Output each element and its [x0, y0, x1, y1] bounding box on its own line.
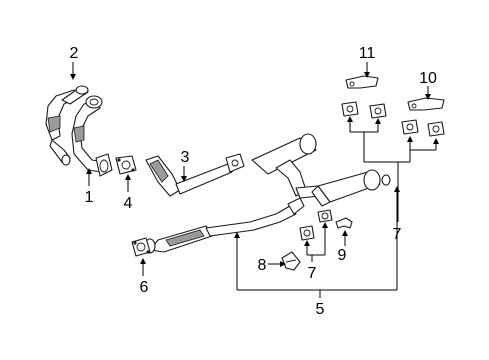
exhaust-manifold-pipe-front: [71, 95, 113, 177]
callout-7-lower: 7: [308, 265, 317, 282]
manifold-gasket: [115, 155, 137, 175]
hanger-insulator-upper-3: [401, 119, 419, 135]
rear-muffler: [311, 169, 391, 207]
catalytic-converter-pipe: [145, 153, 245, 197]
exhaust-clamp-8: [281, 251, 301, 271]
front-muffler: [251, 133, 321, 199]
callout-3: 3: [181, 149, 190, 166]
callout-10: 10: [419, 70, 437, 87]
callout-1: 1: [85, 189, 94, 206]
callout-9: 9: [338, 247, 347, 264]
hanger-insulator-upper-4: [427, 121, 445, 137]
flange-gasket-6: [131, 237, 151, 257]
callout-6: 6: [140, 279, 149, 296]
intermediate-pipe-assembly: [144, 197, 305, 254]
callout-11: 11: [359, 45, 376, 62]
hanger-insulator-lower-1: [299, 225, 315, 241]
hanger-insulator-upper-1: [341, 101, 359, 117]
hanger-insulator-lower-2: [317, 209, 333, 223]
hanger-insulator-upper-2: [369, 103, 387, 119]
callout-8: 8: [258, 257, 267, 274]
callout-4: 4: [124, 195, 133, 212]
callout-7-right: 7: [393, 226, 402, 243]
leader-lines: [70, 62, 439, 298]
callout-5: 5: [316, 301, 325, 318]
exhaust-clip-9: [335, 217, 353, 229]
hanger-bracket-10: [407, 97, 445, 111]
callout-labels: 2 1 4 3 6 8 7 9 7 5 11 10: [70, 45, 437, 318]
exhaust-manifold-pipe-rear: [45, 85, 89, 166]
hanger-bracket-11: [345, 75, 379, 89]
callout-2: 2: [70, 45, 79, 62]
